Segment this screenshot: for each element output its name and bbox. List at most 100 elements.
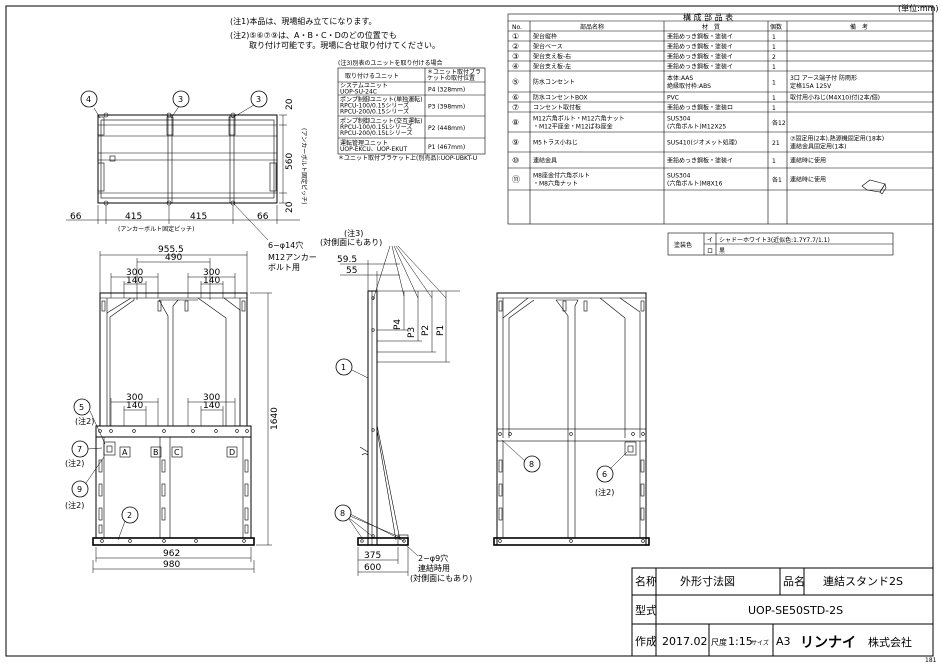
dim-front-962: 962 — [163, 549, 180, 559]
part-material: 絶縁取付枠:ABS — [667, 82, 711, 90]
part-material: 亜鉛めっき鋼板・塗装イ — [667, 43, 733, 51]
part-name: 架台ベース — [533, 43, 563, 51]
callout-3-top-a — [172, 90, 190, 108]
unit-table-unit-line: RPCU-200/0.15Lシリーズ — [340, 129, 412, 137]
position-a: A — [122, 448, 128, 457]
paint-color-i: シャドーホワイト3(近似色:1.7Y7.7/1.1) — [719, 236, 830, 244]
callout-1 — [335, 358, 353, 376]
dim-side-55: 55 — [346, 266, 357, 276]
part-number: ⑤ — [512, 78, 519, 87]
unit-table-position: P1 (467mm) — [428, 144, 465, 151]
part-name: 架台支え板-右 — [533, 53, 571, 61]
part-qty: 各1 — [772, 176, 782, 184]
part-qty: 各12 — [772, 119, 786, 127]
dim-front-300b: 300 — [203, 268, 220, 278]
part-name: コンセント取付板 — [533, 104, 581, 112]
callout-6 — [596, 465, 614, 483]
unit-table-unit-line: RPCU-100/0.15シリーズ — [340, 102, 409, 110]
unit-table-unit-line: ポンプ制御ユニット(単独運転) — [340, 96, 423, 104]
title-label-scale: 尺度 — [711, 637, 727, 647]
dim-side-p4: P4 — [393, 319, 403, 330]
part-number: ③ — [512, 52, 519, 61]
dim-front-140b: 140 — [203, 276, 220, 286]
unit-table-position: P3 (398mm) — [428, 104, 465, 111]
dim-side-600: 600 — [364, 563, 381, 573]
side-hole-sub2: (対側面にもあり) — [410, 573, 472, 583]
position-c: C — [174, 448, 180, 457]
dim-front-300d: 300 — [203, 393, 220, 403]
dim-top-66-left: 66 — [70, 212, 82, 222]
part-qty: 1 — [772, 44, 776, 51]
top-view: 66 415 415 66 (アンカーボルト固定ピッチ) 20 560 20 (… — [66, 90, 317, 272]
note-ref-7: (注2) — [65, 458, 84, 468]
paint-code-ro: ロ — [707, 248, 713, 255]
part-remarks: 定格15A 125V — [790, 82, 832, 90]
dim-front-140d: 140 — [203, 401, 220, 411]
part-qty: 21 — [772, 140, 780, 147]
svg-text:8: 8 — [340, 509, 345, 518]
part-material: 亜鉛めっき鋼板・塗装イ — [667, 33, 733, 41]
part-material: PVC — [667, 95, 679, 102]
dim-top-66-right: 66 — [257, 212, 269, 222]
svg-text:8: 8 — [529, 460, 534, 469]
rear-view: 8 6 (注2) — [493, 292, 650, 546]
part-remarks: 連結金具固定用(1本) — [790, 143, 847, 151]
unit-table-col-pos-1: ＊ユニット取付ブラ — [427, 68, 481, 76]
unit-table-unit-line: UOP-EKCU、UOP-EKUT — [340, 146, 407, 153]
drawing-scale: 1:15 — [728, 635, 753, 648]
hole-6-sub1: M12アンカー — [268, 253, 317, 262]
side-hole-sub1: 連結時用 — [418, 563, 450, 573]
part-number: ① — [512, 32, 519, 41]
dim-front-490: 490 — [165, 253, 182, 263]
position-b: B — [153, 448, 159, 457]
company-logo: リンナイ — [800, 635, 856, 651]
hole-6-sub2: ボルト用 — [268, 263, 300, 272]
callout-3-top-b — [250, 90, 268, 108]
svg-text:2: 2 — [127, 511, 132, 520]
general-notes: (注1)本品は、現場組み立てになります。 (注2)⑤⑥⑦⑨は、A・B・C・Dのど… — [230, 16, 440, 50]
part-number: ⑧ — [512, 118, 519, 127]
parts-col-no: No. — [512, 24, 522, 31]
dim-front-1640: 1640 — [270, 407, 280, 430]
unit-table-unit-line: 運転管理ユニット — [340, 139, 388, 147]
svg-text:7: 7 — [77, 445, 82, 454]
callout-8-side — [334, 504, 352, 522]
part-material: 本体:AAS — [667, 74, 693, 82]
part-remarks: ⑦固定用(2本),熱源機固定用(18本) — [790, 135, 884, 143]
part-number: ⑦ — [512, 103, 519, 112]
dim-front-955: 955.5 — [158, 245, 184, 255]
dim-side-p1: P1 — [436, 325, 446, 336]
dim-front-140a: 140 — [126, 276, 143, 286]
svg-text:3: 3 — [256, 95, 261, 104]
part-name: ・M8六角ナット — [533, 180, 578, 188]
title-label-product: 品名 — [783, 574, 805, 588]
unit-table-col-unit: 取り付けるユニット — [345, 72, 399, 80]
sheet-border — [5, 5, 934, 657]
unit-table-unit-line: システムユニット — [340, 83, 388, 90]
part-number: ② — [512, 42, 519, 51]
unit-table-position: P2 (448mm) — [428, 125, 465, 132]
front-view: A B C D 955.5 490 300 140 — [65, 245, 280, 573]
paint-color-ro: 黒 — [719, 248, 725, 255]
svg-text:6: 6 — [602, 470, 607, 479]
part-material: 亜鉛めっき鋼板・塗装イ — [667, 53, 733, 61]
note-ref-6: (注2) — [595, 487, 614, 497]
paint-color-label: 塗装色 — [674, 241, 692, 249]
part-name: ・M12平座金・M12ばね座金 — [533, 123, 613, 131]
dim-top-20-b: 20 — [285, 201, 295, 213]
title-block: 名称 外形寸法図 品名 連結スタンド2S 型式 UOP-SE50STD-2S 作… — [631, 567, 934, 657]
part-name: 防水コンセントBOX — [533, 94, 587, 102]
dim-side-p2: P2 — [421, 325, 431, 336]
dim-top-560: 560 — [285, 153, 295, 170]
unit-table-unit-line: UOP-SU-24C — [340, 89, 377, 96]
unit-table-unit-line: ポンプ制御ユニット(交互運転) — [340, 117, 423, 125]
part-remarks: 連結時に使用 — [790, 157, 826, 165]
side-hole-label: 2−φ9穴 — [418, 553, 448, 563]
unit-table-unit-line: RPCU-100/0.15Lシリーズ — [340, 123, 412, 131]
title-label-name: 名称 — [635, 574, 657, 588]
note-ref-9: (注2) — [65, 500, 84, 510]
unit-table-position: P4 (328mm) — [428, 87, 465, 94]
part-qty: 1 — [772, 158, 776, 165]
parts-col-material: 材 質 — [702, 23, 720, 31]
